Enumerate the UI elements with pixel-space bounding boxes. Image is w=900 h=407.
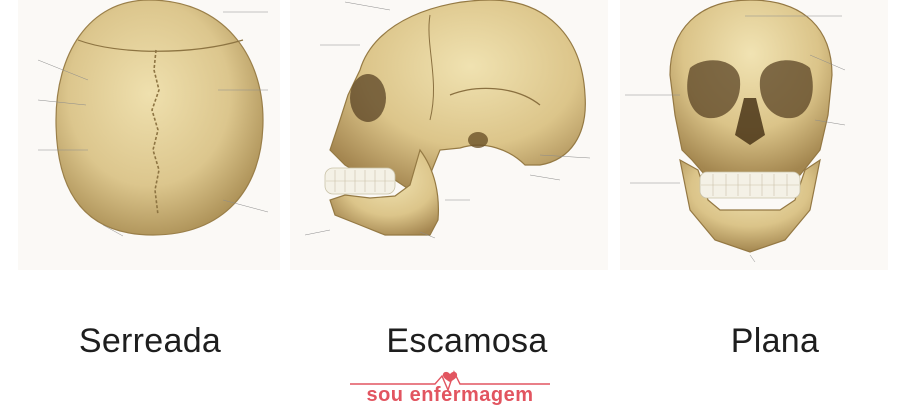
skull-side-view-image bbox=[290, 0, 608, 270]
skull-top-view-icon bbox=[37, 0, 269, 237]
skull-front-view-icon bbox=[625, 0, 846, 263]
watermark: sou enfermagem bbox=[350, 370, 550, 406]
caption-serrate-suture: Serreada bbox=[78, 322, 222, 360]
watermark-text: sou enfermagem bbox=[366, 384, 534, 406]
caption-plane-suture: Plana bbox=[730, 322, 820, 360]
skull-side-view-icon bbox=[304, 0, 591, 239]
skull-front-view-image bbox=[620, 0, 888, 270]
heartbeat-logo-icon bbox=[350, 370, 550, 392]
skull-top-view-image bbox=[18, 0, 280, 270]
caption-squamous-suture: Escamosa bbox=[386, 322, 548, 360]
